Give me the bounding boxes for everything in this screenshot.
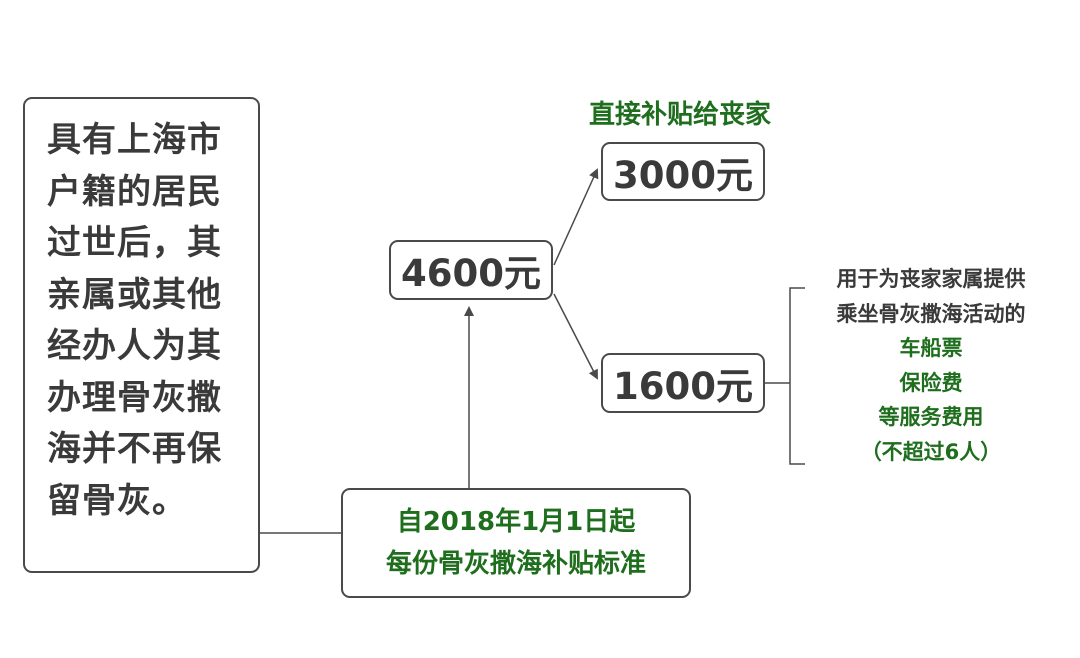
description-item: 等服务费用	[878, 405, 984, 429]
service-subsidy-description: 用于为丧家家属提供 乘坐骨灰撒海活动的 车船票 保险费 等服务费用 （不超过6人…	[800, 262, 1062, 469]
eligibility-line: 过世后，其	[47, 223, 222, 263]
description-line: 用于为丧家家属提供	[836, 267, 1026, 291]
standard-box: 自2018年1月1日起 每份骨灰撒海补贴标准	[341, 488, 691, 598]
standard-title: 每份骨灰撒海补贴标准	[385, 549, 646, 579]
description-bracket	[789, 287, 805, 465]
description-note: （不超过6人）	[860, 439, 1002, 464]
eligibility-line: 经办人为其	[47, 326, 222, 366]
arrow-4600-to-3000	[553, 168, 599, 266]
eligibility-line: 海并不再保	[47, 429, 222, 469]
eligibility-box: 具有上海市 户籍的居民 过世后，其 亲属或其他 经办人为其 办理骨灰撒 海并不再…	[23, 97, 260, 573]
direct-subsidy-caption: 直接补贴给丧家	[588, 100, 771, 130]
eligibility-line: 具有上海市	[47, 120, 222, 160]
direct-subsidy-amount: 3000元	[613, 153, 753, 197]
arrow-4600-to-1600	[553, 293, 598, 380]
direct-subsidy-box: 3000元	[601, 142, 765, 201]
eligibility-text: 具有上海市 户籍的居民 过世后，其 亲属或其他 经办人为其 办理骨灰撒 海并不再…	[47, 115, 247, 527]
description-item: 保险费	[899, 370, 963, 395]
total-subsidy-amount: 4600元	[401, 252, 541, 295]
total-subsidy-box: 4600元	[389, 240, 553, 300]
service-subsidy-box: 1600元	[601, 353, 765, 413]
eligibility-line: 户籍的居民	[47, 171, 222, 212]
description-item: 车船票	[899, 336, 963, 360]
eligibility-line: 留骨灰。	[47, 480, 187, 521]
eligibility-line: 亲属或其他	[47, 274, 222, 315]
service-subsidy-amount: 1600元	[613, 365, 753, 408]
eligibility-line: 办理骨灰撒	[47, 377, 222, 418]
standard-date: 自2018年1月1日起	[396, 507, 636, 537]
description-line: 乘坐骨灰撒海活动的	[836, 301, 1026, 326]
